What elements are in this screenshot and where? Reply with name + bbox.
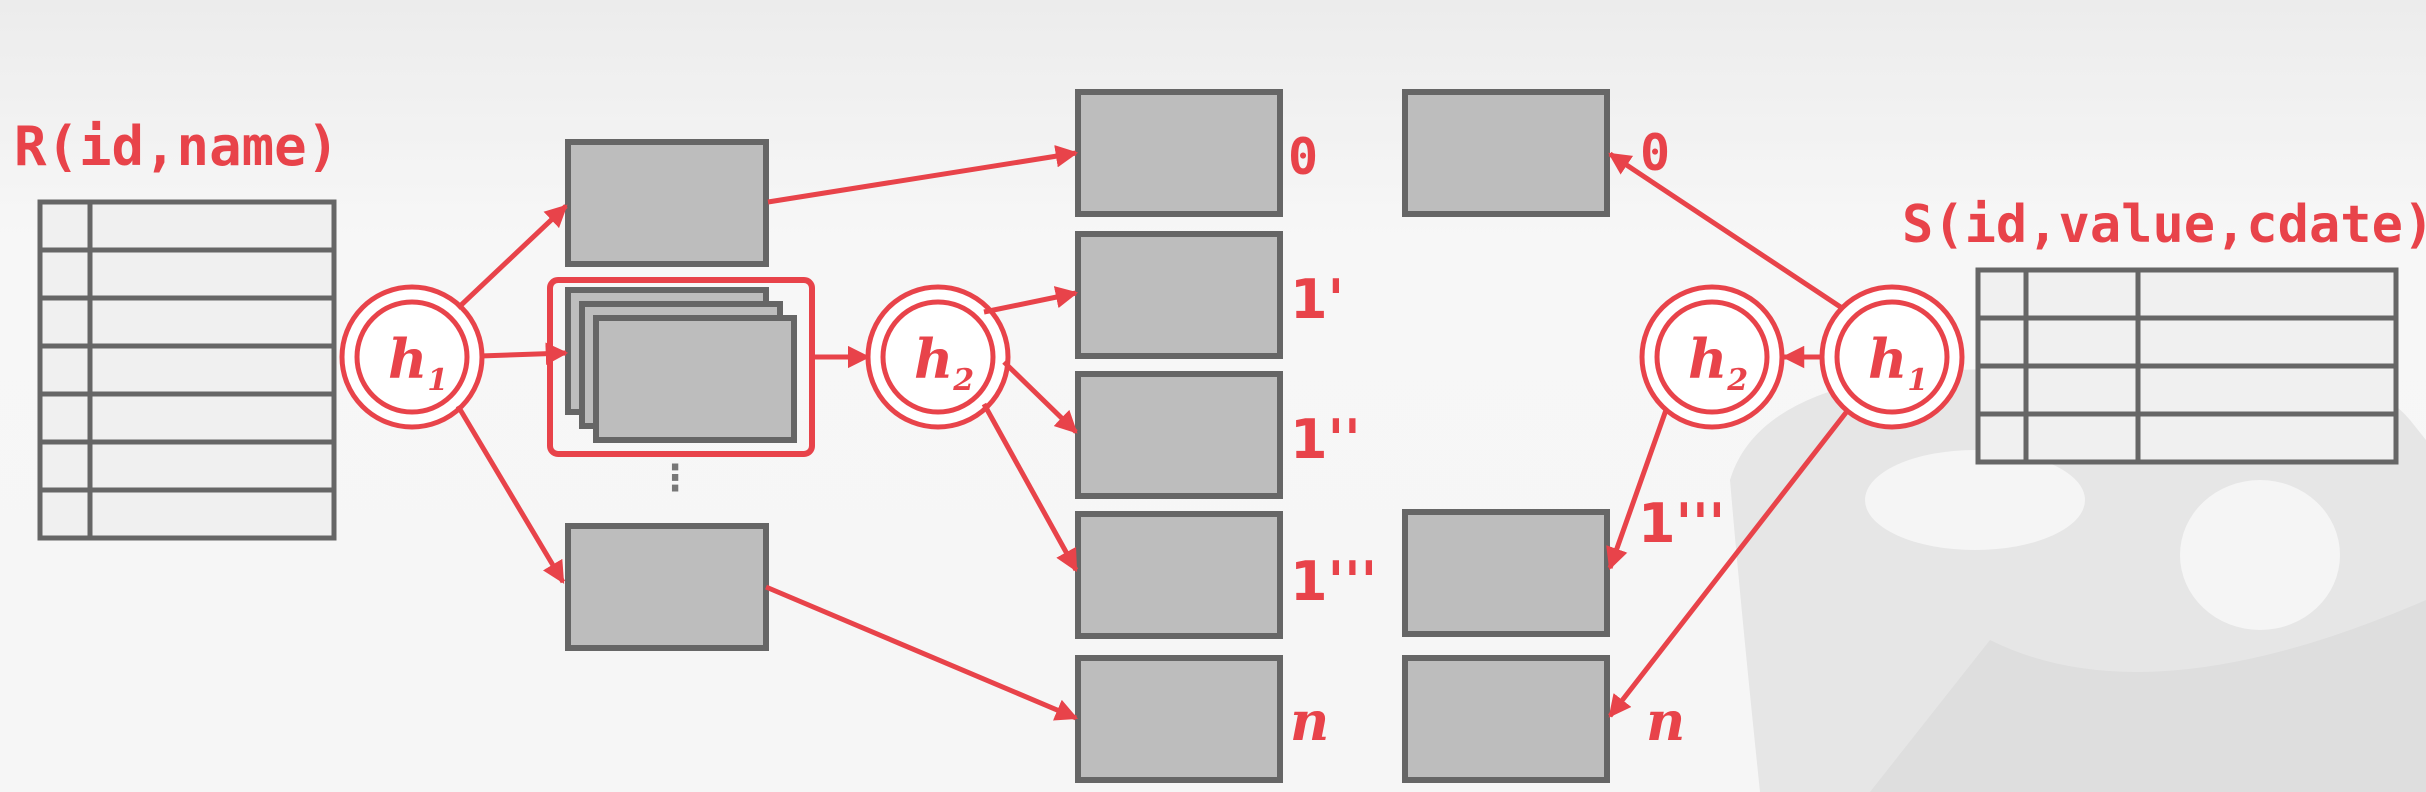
r-table xyxy=(37,199,337,541)
s-table xyxy=(1975,267,2399,465)
hash-node-h1-right: h1 xyxy=(1819,284,1965,430)
hash-node-h2-left: h2 xyxy=(865,284,1011,430)
left-partition-label-1p: 1' xyxy=(1290,268,1344,331)
svg-text:h2: h2 xyxy=(914,327,974,398)
hash-node-h2-right: h2 xyxy=(1639,284,1785,430)
r-table-title: R(id,name) xyxy=(14,115,339,178)
left-partition-1pp xyxy=(1075,371,1283,499)
left-partition-label-n: n xyxy=(1290,689,1329,753)
left-partition-label-1pp: 1'' xyxy=(1290,408,1361,471)
left-partition-label-0: 0 xyxy=(1288,128,1318,186)
svg-text:h1: h1 xyxy=(1868,327,1928,398)
right-partition-n xyxy=(1402,655,1610,783)
right-partition-1ppp xyxy=(1402,509,1610,637)
left-partition-label-1ppp: 1''' xyxy=(1290,550,1377,613)
bucket-top xyxy=(565,139,769,267)
right-partition-0 xyxy=(1402,89,1610,217)
ellipsis: ⋮ xyxy=(657,458,693,499)
left-partition-0 xyxy=(1075,89,1283,217)
svg-text:h2: h2 xyxy=(1688,327,1748,398)
bucket-bottom xyxy=(565,523,769,651)
left-partition-1ppp xyxy=(1075,511,1283,639)
right-partitions xyxy=(1402,89,1610,783)
left-partition-n xyxy=(1075,655,1283,783)
database-watermark xyxy=(1730,360,2426,792)
left-partitions xyxy=(1075,89,1283,783)
svg-text:h1: h1 xyxy=(388,327,448,398)
bucket-overflow-group xyxy=(547,277,815,457)
s-table-title: S(id,value,cdate) xyxy=(1902,195,2426,255)
right-partition-label-n: n xyxy=(1646,689,1685,753)
arrows xyxy=(455,145,1850,721)
right-partition-label-0: 0 xyxy=(1640,124,1670,182)
right-partition-label-1ppp: 1''' xyxy=(1638,492,1725,555)
left-partition-1p xyxy=(1075,231,1283,359)
